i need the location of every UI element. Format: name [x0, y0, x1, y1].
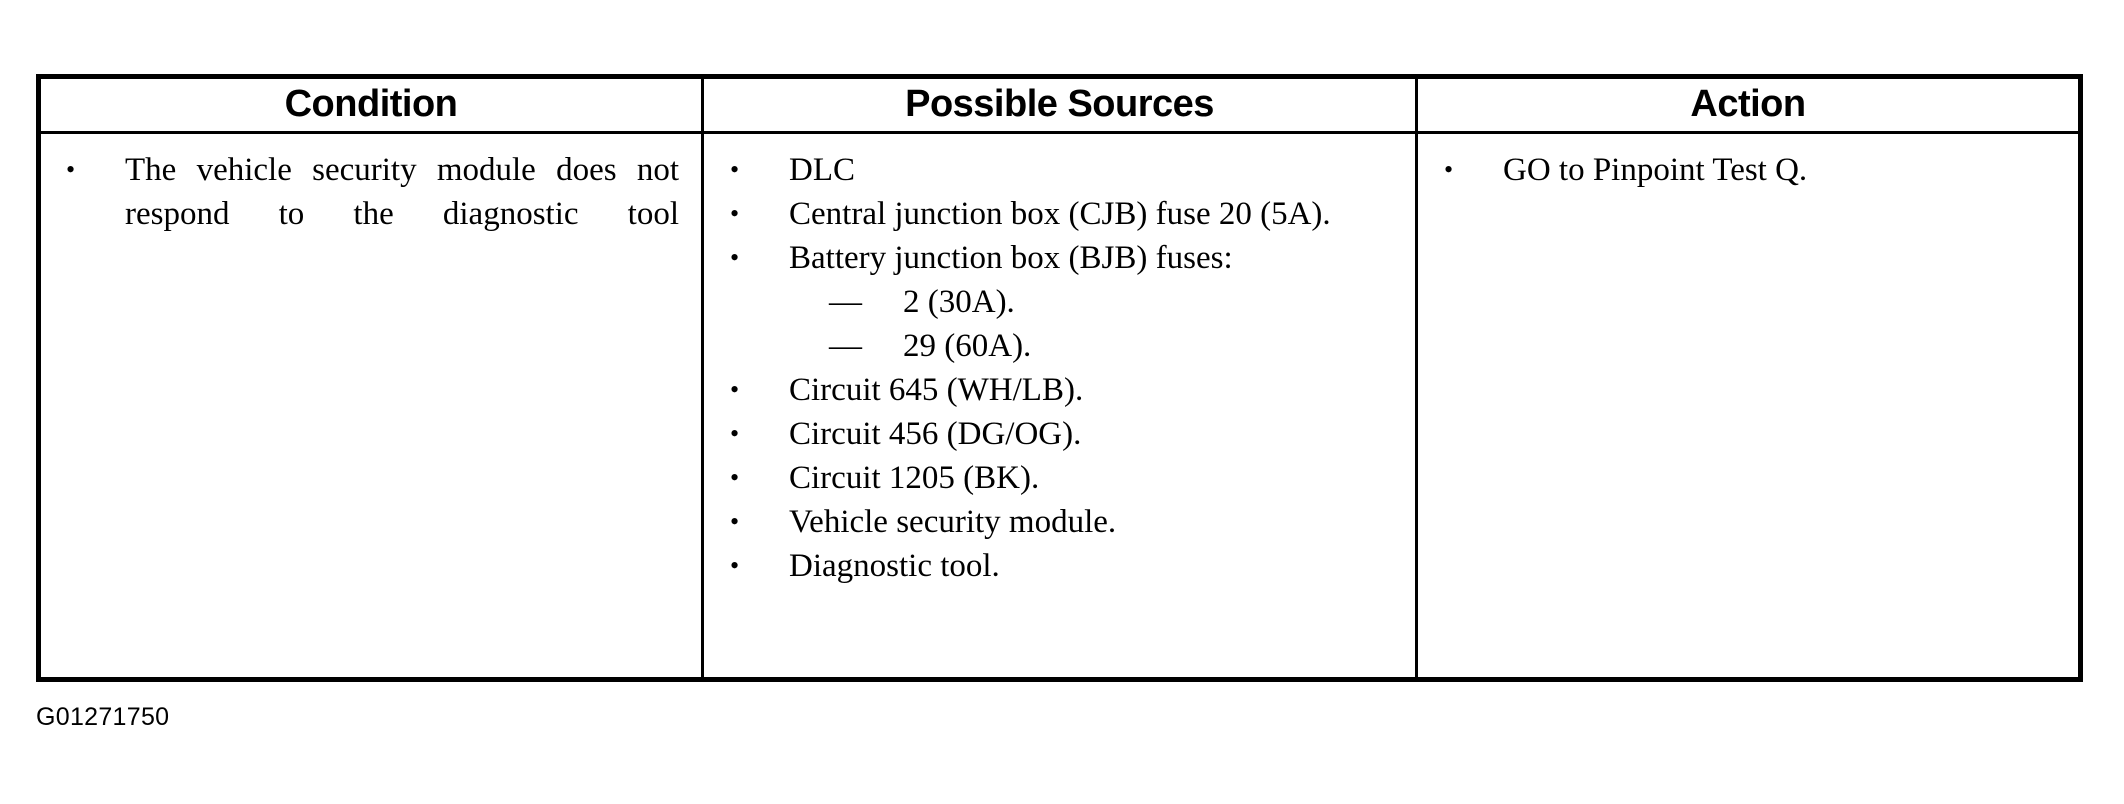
- figure-caption: G01271750: [36, 703, 170, 731]
- cell-action: • GO to Pinpoint Test Q.: [1418, 134, 2078, 677]
- bullet-icon: •: [730, 243, 740, 272]
- condition-list: • The vehicle security module does not r…: [41, 148, 701, 280]
- bullet-icon: •: [730, 507, 740, 536]
- sub-list-item: — 29 (60A).: [829, 324, 1401, 368]
- fuse-sublist: — 2 (30A). — 29 (60A).: [789, 280, 1401, 368]
- table-grid: Condition Possible Sources Action • The …: [41, 79, 2078, 677]
- source-item-text: Battery junction box (BJB) fuses:: [789, 240, 1233, 276]
- source-item-text: Circuit 645 (WH/LB).: [789, 372, 1084, 408]
- source-item-text: Circuit 1205 (BK).: [789, 460, 1040, 496]
- table-header-row: Condition Possible Sources Action: [41, 79, 2078, 134]
- column-header-condition: Condition: [284, 82, 458, 125]
- source-item-text: Central junction box (CJB) fuse 20 (5A).: [789, 196, 1331, 232]
- bullet-icon: •: [730, 551, 740, 580]
- list-item: • Circuit 1205 (BK).: [730, 456, 1401, 500]
- table-row: • The vehicle security module does not r…: [41, 134, 2078, 677]
- em-dash-icon: —: [829, 284, 862, 320]
- bullet-icon: •: [66, 155, 76, 184]
- list-item: • Circuit 456 (DG/OG).: [730, 412, 1401, 456]
- source-item-text: Vehicle security module.: [789, 504, 1117, 540]
- source-item-text: Diagnostic tool.: [789, 548, 1000, 584]
- list-item: • The vehicle security module does not r…: [66, 148, 679, 280]
- list-item: • Diagnostic tool.: [730, 544, 1401, 588]
- bullet-icon: •: [730, 463, 740, 492]
- cell-condition: • The vehicle security module does not r…: [41, 134, 701, 677]
- cell-possible-sources: • DLC • Central junction box (CJB) fuse …: [701, 134, 1418, 677]
- column-header-possible-sources: Possible Sources: [701, 79, 1418, 131]
- action-list: • GO to Pinpoint Test Q.: [1418, 148, 2078, 192]
- list-item: • Circuit 645 (WH/LB).: [730, 368, 1401, 412]
- source-item-text: DLC: [789, 152, 855, 188]
- list-item: • GO to Pinpoint Test Q.: [1444, 148, 2064, 192]
- possible-sources-list: • DLC • Central junction box (CJB) fuse …: [704, 148, 1415, 588]
- column-header-action: Action: [1690, 82, 1806, 125]
- list-item: • Vehicle security module.: [730, 500, 1401, 544]
- condition-item-text: The vehicle security module does not res…: [125, 152, 679, 232]
- bullet-icon: •: [1444, 155, 1454, 184]
- sub-list-item: — 2 (30A).: [829, 280, 1401, 324]
- bullet-icon: •: [730, 419, 740, 448]
- list-item: • DLC: [730, 148, 1401, 192]
- list-item: • Battery junction box (BJB) fuses: — 2 …: [730, 236, 1401, 368]
- diagnostic-table: Condition Possible Sources Action • The …: [36, 74, 2083, 682]
- bullet-icon: •: [730, 155, 740, 184]
- fuse-item-text: 29 (60A).: [903, 328, 1032, 364]
- source-item-text: Circuit 456 (DG/OG).: [789, 416, 1082, 452]
- bullet-icon: •: [730, 199, 740, 228]
- list-item: • Central junction box (CJB) fuse 20 (5A…: [730, 192, 1401, 236]
- em-dash-icon: —: [829, 328, 862, 364]
- bullet-icon: •: [730, 375, 740, 404]
- action-item-text: GO to Pinpoint Test Q.: [1503, 152, 1808, 188]
- fuse-item-text: 2 (30A).: [903, 284, 1015, 320]
